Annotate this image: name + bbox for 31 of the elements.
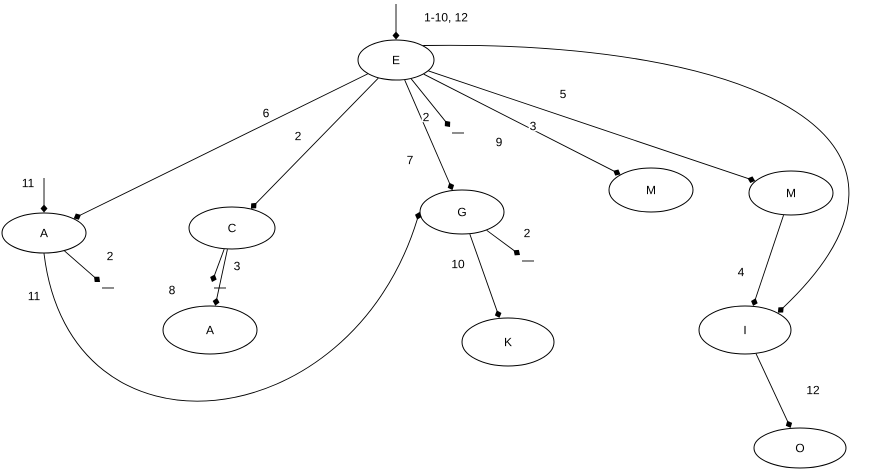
arrow (756, 353, 792, 428)
edge-label: 2 (294, 130, 302, 142)
edge-label: 8 (168, 284, 176, 296)
arrow (410, 78, 450, 127)
edge-label: 5 (558, 88, 568, 100)
arrow (210, 248, 225, 282)
arrow (469, 234, 502, 318)
edge-label: 1-10, 12 (423, 12, 469, 24)
arrow (751, 214, 784, 306)
edge-label: 12 (805, 384, 821, 396)
edge-label: 7 (406, 154, 414, 166)
edge-label: 4 (736, 266, 746, 278)
arrow (486, 230, 520, 256)
edge-label: 3 (528, 120, 538, 132)
edge-label: 3 (232, 260, 242, 272)
arrow (74, 73, 368, 220)
arrow (250, 78, 379, 209)
edge-label: 11 (26, 290, 42, 302)
arrow (64, 250, 100, 282)
edge-label: 11 (20, 178, 36, 188)
edge-label: 10 (450, 258, 466, 270)
arrow (422, 45, 850, 313)
edge-label: 2 (422, 112, 430, 122)
edge-label: 6 (262, 108, 270, 118)
arrow (423, 74, 620, 176)
edge-label: 2 (522, 228, 532, 238)
edge-label: 2 (106, 250, 114, 262)
arrow (392, 4, 400, 40)
arrow (44, 212, 422, 401)
edge-label: 9 (494, 136, 504, 148)
arrow (40, 178, 48, 212)
